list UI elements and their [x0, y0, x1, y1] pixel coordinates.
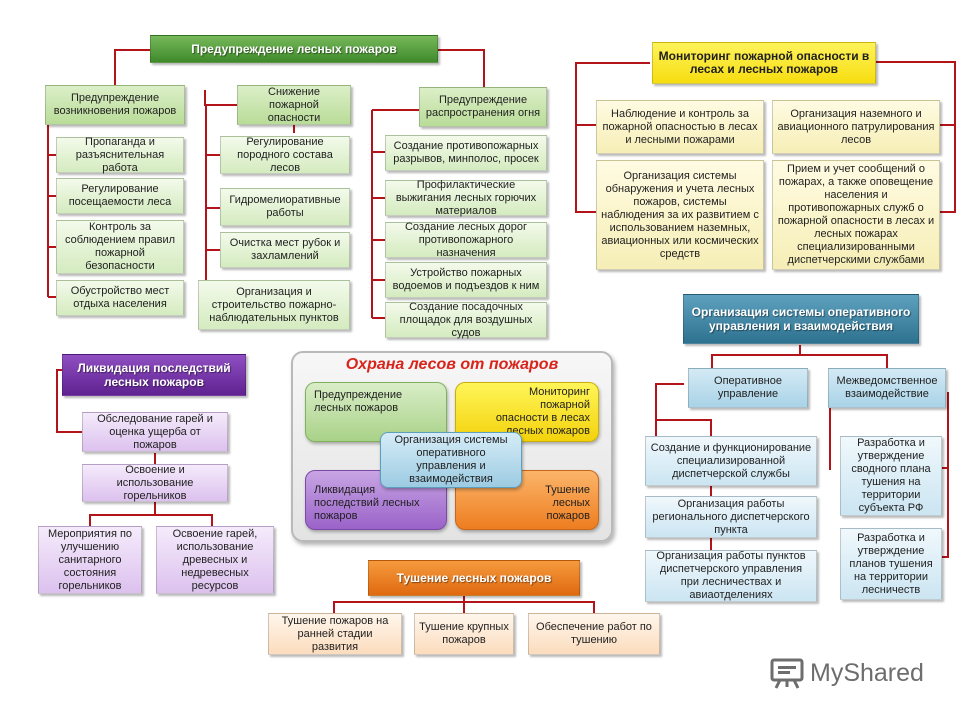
monitoring-item: Прием и учет сообщений о пожарах, а такж…	[772, 160, 940, 270]
extinguishing-item: Тушение пожаров на ранней стадии развити…	[268, 613, 402, 655]
center-monitoring: Мониторинг пожарной опасности в лесах ле…	[455, 382, 599, 442]
liquidation-subitem: Мероприятия по улучшению санитарного сос…	[38, 526, 142, 594]
center-liquidation-label: Ликвидация последствий лесных пожаров	[314, 484, 420, 522]
liquidation-subitem: Освоение гарей, использование древесных …	[156, 526, 274, 594]
prevention-col2-item: Организация и строительство пожарно-набл…	[198, 280, 350, 330]
organization-right-item: Разработка и утверждение планов тушения …	[840, 528, 942, 600]
center-extinguishing: Тушение лесных пожаров	[455, 470, 599, 530]
extinguishing-item: Обеспечение работ по тушению	[528, 613, 660, 655]
prevention-col3-item: Устройство пожарных водоемов и подъездов…	[385, 262, 547, 298]
prevention-col2-item: Очистка мест рубок и захламлений	[220, 232, 350, 268]
center-organization: Организация системы оперативного управле…	[380, 432, 522, 488]
prevention-col3-item: Профилактические выжигания лесных горючи…	[385, 179, 547, 217]
monitoring-item: Организация системы обнаружения и учета …	[596, 160, 764, 270]
center-prevention-label: Предупреждение лесных пожаров	[314, 389, 403, 414]
prevention-col3-item: Создание противопожарных разрывов, минпо…	[385, 135, 547, 171]
prevention-col1-item: Пропаганда и разъяснительная работа	[56, 136, 184, 174]
liquidation-item: Обследование гарей и оценка ущерба от по…	[82, 412, 228, 452]
prevention-col3-item: Создание посадочных площадок для воздушн…	[385, 301, 547, 339]
center-organization-label: Организация системы оперативного управле…	[394, 434, 508, 485]
prevention-col2-item: Регулирование породного состава лесов	[220, 136, 350, 174]
prevention-header: Предупреждение лесных пожаров	[150, 35, 438, 63]
liquidation-item: Освоение и использование горельников	[82, 464, 228, 502]
organization-left-title: Оперативное управление	[688, 368, 808, 408]
extinguishing-item: Тушение крупных пожаров	[414, 613, 514, 655]
monitoring-header: Мониторинг пожарной опасности в лесах и …	[652, 42, 876, 84]
organization-right-item: Разработка и утверждение сводного плана …	[840, 436, 942, 516]
organization-left-item: Организация работы пунктов диспетчерског…	[645, 550, 817, 602]
monitoring-item: Организация наземного и авиационного пат…	[772, 100, 940, 154]
liquidation-header: Ликвидация последствий лесных пожаров	[62, 354, 246, 396]
prevention-col3-title: Предупреждение распространения огня	[419, 87, 547, 127]
organization-header: Организация системы оперативного управле…	[683, 294, 919, 344]
prevention-col1-title: Предупреждение возникновения пожаров	[45, 85, 185, 125]
prevention-col1-item: Контроль за соблюдением правил пожарной …	[56, 220, 184, 274]
center-extinguishing-label: Тушение лесных пожаров	[545, 484, 590, 522]
prevention-col2-title: Снижение пожарной опасности	[237, 85, 351, 125]
presentation-board-icon	[770, 656, 804, 690]
extinguishing-header: Тушение лесных пожаров	[368, 560, 580, 596]
monitoring-item: Наблюдение и контроль за пожарной опасно…	[596, 100, 764, 154]
myshared-logo: MyShared	[770, 655, 924, 691]
logo-text: MyShared	[810, 658, 924, 687]
organization-right-title: Межведомственное взаимодействие	[828, 368, 946, 408]
prevention-col3-item: Создание лесных дорог противопожарного н…	[385, 221, 547, 259]
center-prevention: Предупреждение лесных пожаров	[305, 382, 447, 442]
prevention-col2-item: Гидромелиоративные работы	[220, 188, 350, 226]
center-monitoring-label: Мониторинг пожарной опасности в лесах ле…	[495, 386, 590, 437]
organization-left-item: Организация работы регионального диспетч…	[645, 496, 817, 538]
prevention-col1-item: Обустройство мест отдыха населения	[56, 280, 184, 316]
center-title: Охрана лесов от пожаров	[345, 356, 559, 373]
organization-left-item: Создание и функционирование специализиро…	[645, 436, 817, 486]
prevention-col1-item: Регулирование посещаемости леса	[56, 178, 184, 214]
